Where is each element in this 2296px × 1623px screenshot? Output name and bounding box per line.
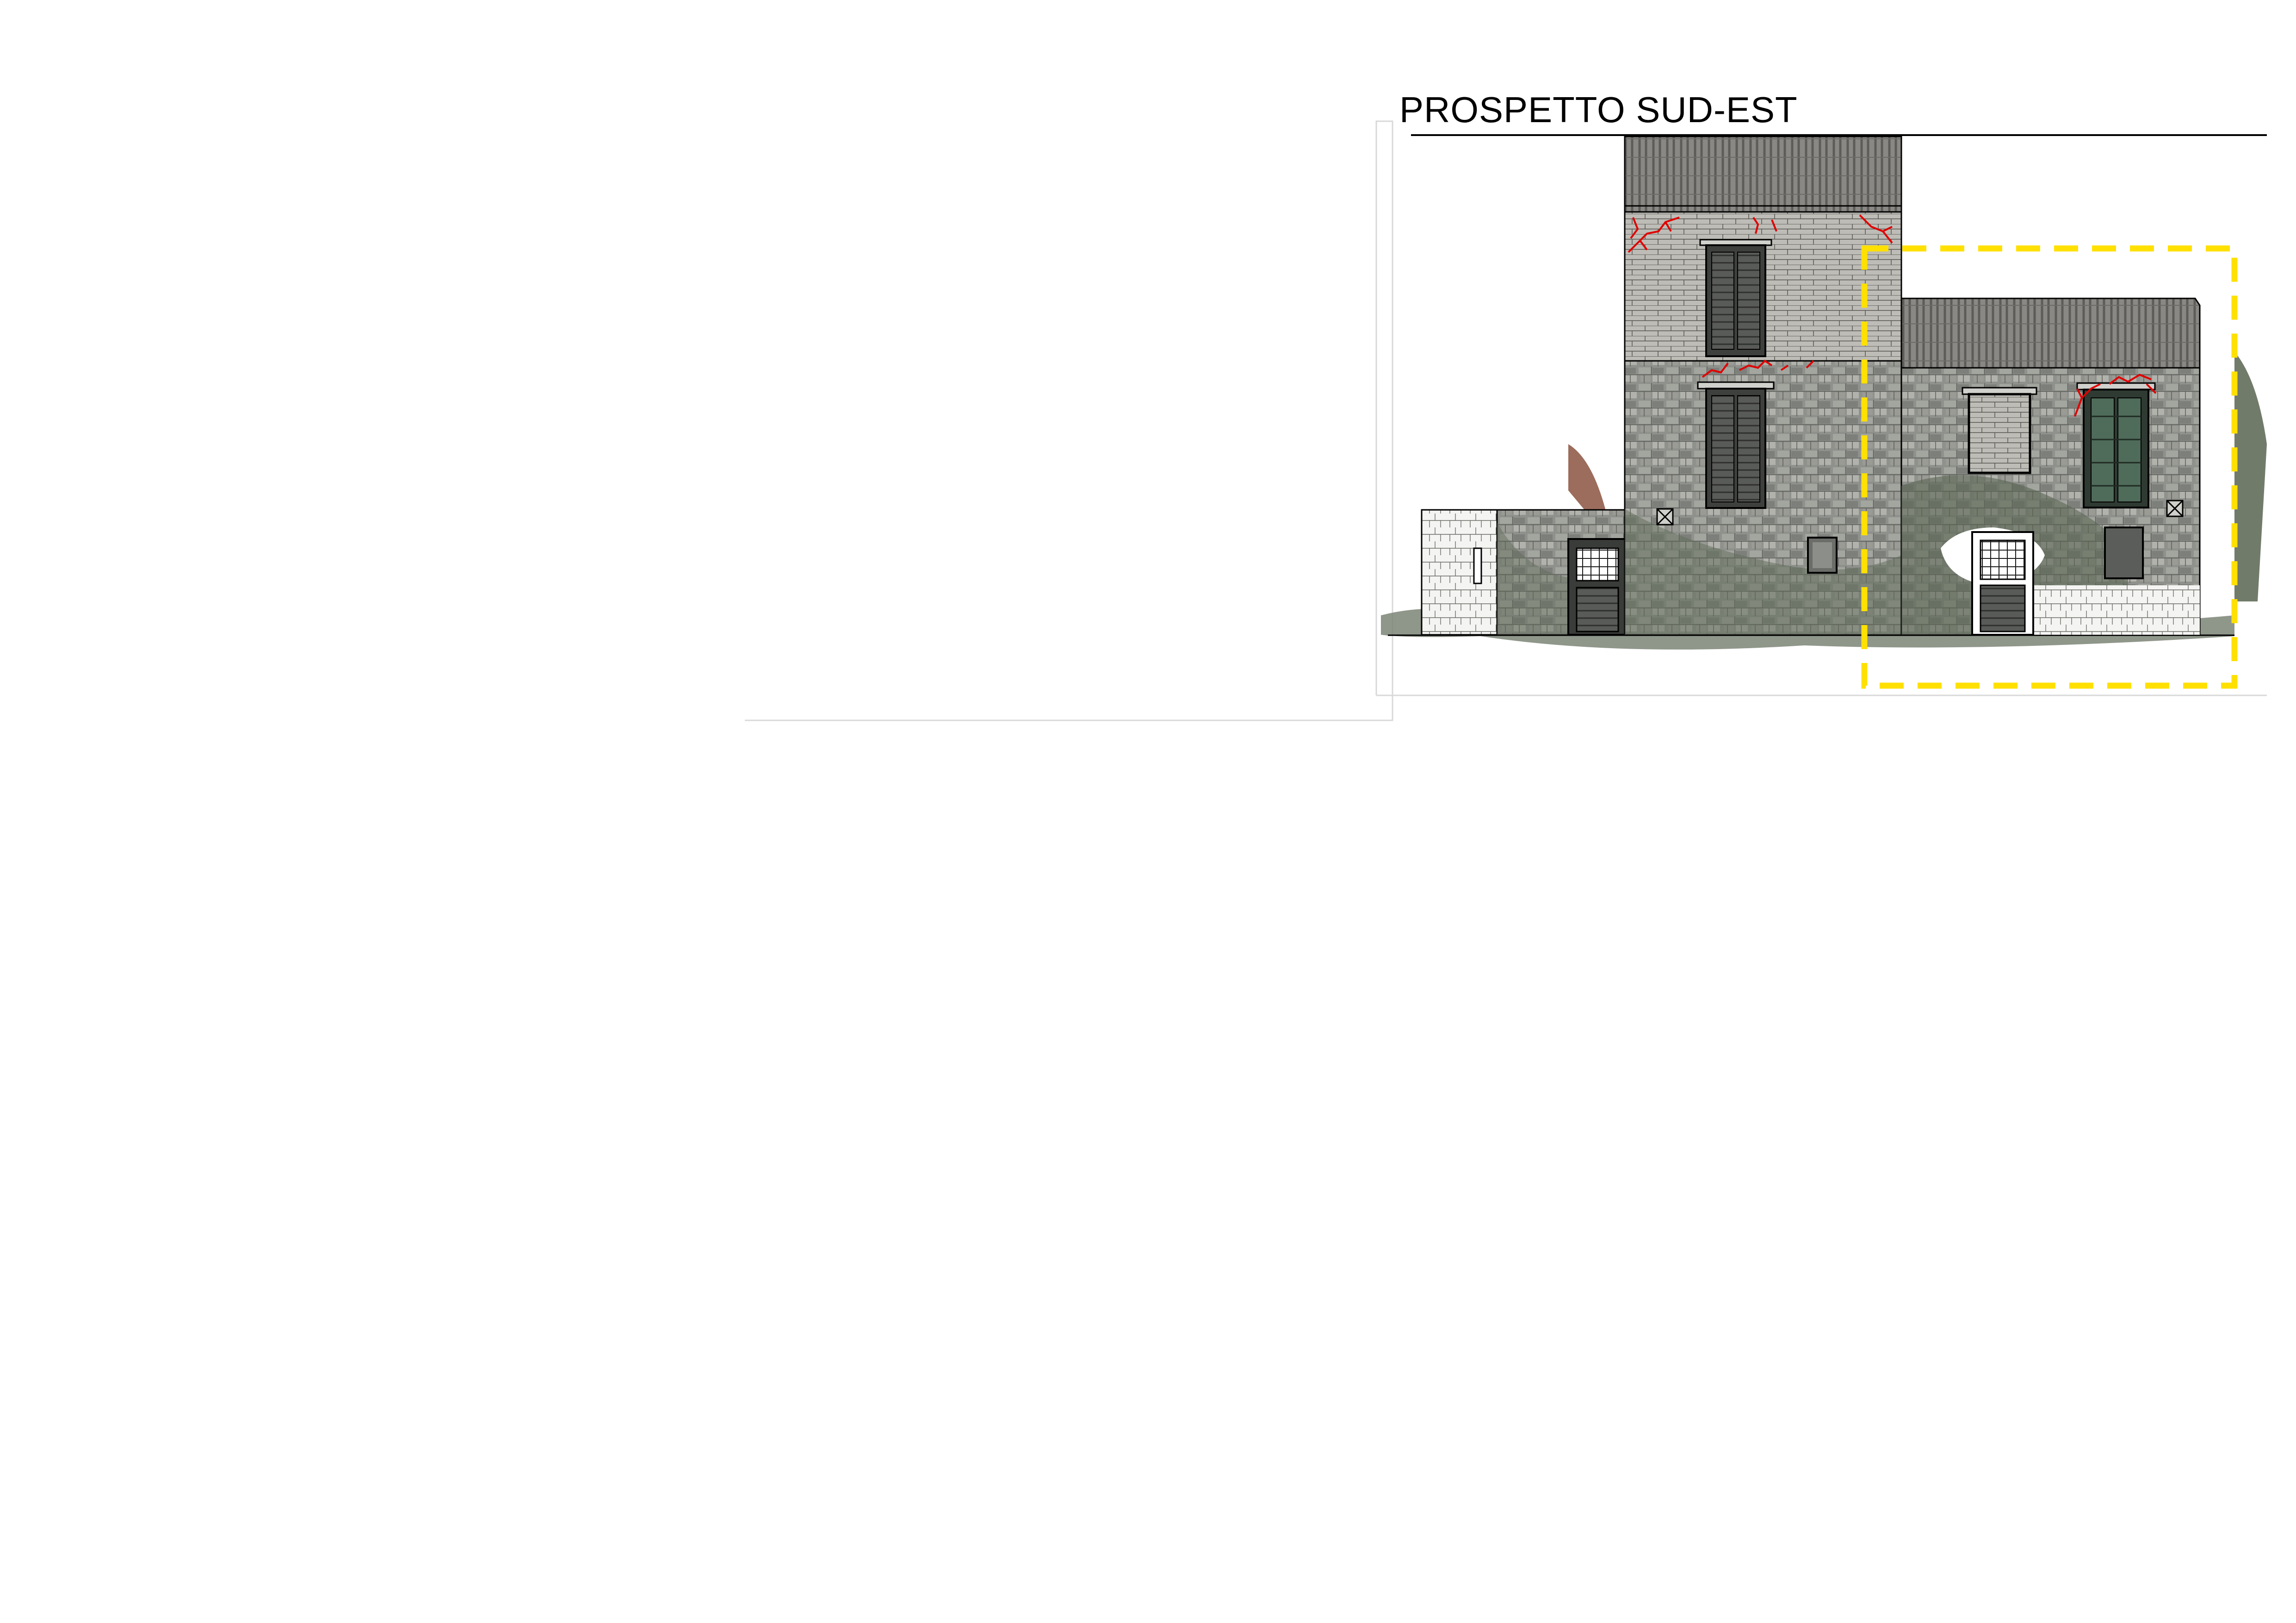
roof-upper bbox=[1624, 136, 1902, 213]
window-right bbox=[2076, 382, 2156, 508]
highlight-frame bbox=[1861, 245, 2238, 689]
sheet-frame bbox=[745, 120, 2267, 721]
small-window-wing bbox=[2104, 527, 2144, 579]
window-middle bbox=[1697, 381, 1775, 509]
small-window-tower bbox=[1807, 537, 1838, 574]
door-left bbox=[1567, 538, 1628, 636]
roof-lower bbox=[1900, 297, 2201, 369]
crack-marks bbox=[1628, 214, 2157, 417]
drawing-title: PROSPETTO SUD-EST bbox=[1399, 89, 1798, 130]
window-top bbox=[1699, 239, 1772, 357]
vent-right bbox=[2166, 500, 2184, 517]
window-bricked bbox=[1962, 387, 2037, 474]
door-center bbox=[1971, 531, 2034, 636]
vent-left bbox=[1656, 508, 1674, 526]
